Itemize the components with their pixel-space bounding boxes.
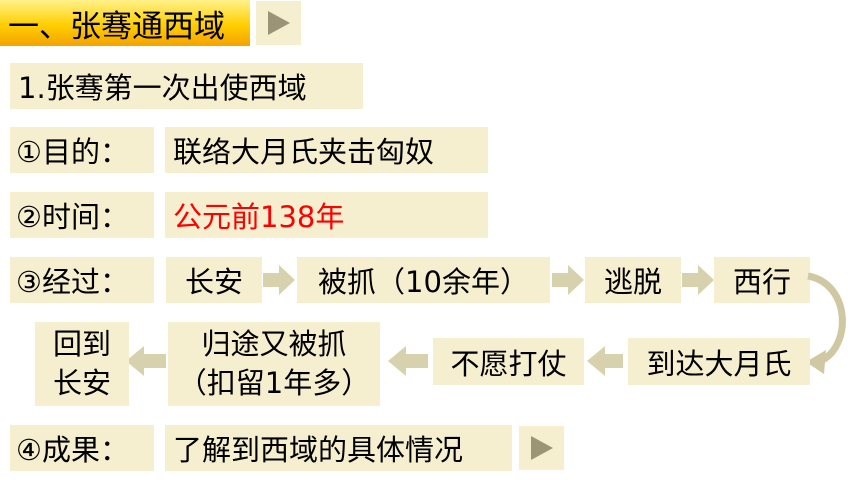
arrow-left-icon xyxy=(126,346,166,376)
step-return-line2: 长安 xyxy=(52,366,111,400)
play-button-bottom[interactable] xyxy=(519,426,564,470)
time-label: ②时间： xyxy=(10,192,154,238)
step-captured-return-line2: （扣留1年多） xyxy=(177,366,371,400)
step-arrive-yuezhi: 到达大月氏 xyxy=(628,338,810,385)
page-title: 一、张骞通西域 xyxy=(0,0,250,46)
step-captured: 被抓（10余年） xyxy=(297,257,550,303)
step-no-war: 不愿打仗 xyxy=(433,338,584,385)
arrow-right-icon xyxy=(263,265,295,295)
step-captured-return: 归途又被抓 （扣留1年多） xyxy=(168,322,380,406)
purpose-value: 联络大月氏夹击匈奴 xyxy=(165,127,488,173)
arrow-left-icon xyxy=(388,346,428,376)
step-escape: 逃脱 xyxy=(585,257,681,303)
play-icon xyxy=(530,436,553,460)
step-captured-return-line1: 归途又被抓 xyxy=(201,327,347,361)
step-westward: 西行 xyxy=(714,257,810,303)
arrow-left-icon xyxy=(587,346,623,376)
play-button-top[interactable] xyxy=(256,1,301,45)
process-label: ③经过： xyxy=(10,257,154,303)
result-value: 了解到西域的具体情况 xyxy=(165,425,512,471)
arrow-right-icon xyxy=(682,265,714,295)
curved-arrow-icon xyxy=(800,270,852,380)
step-return-line1: 回到 xyxy=(52,327,111,361)
play-icon xyxy=(267,11,290,35)
time-value: 公元前138年 xyxy=(165,192,488,238)
result-label: ④成果： xyxy=(10,425,154,471)
purpose-label: ①目的： xyxy=(10,127,154,173)
arrow-right-icon xyxy=(552,265,584,295)
step-changan: 长安 xyxy=(166,257,262,303)
step-return-changan: 回到 长安 xyxy=(35,322,129,406)
section-heading: 1.张骞第一次出使西域 xyxy=(10,63,363,109)
